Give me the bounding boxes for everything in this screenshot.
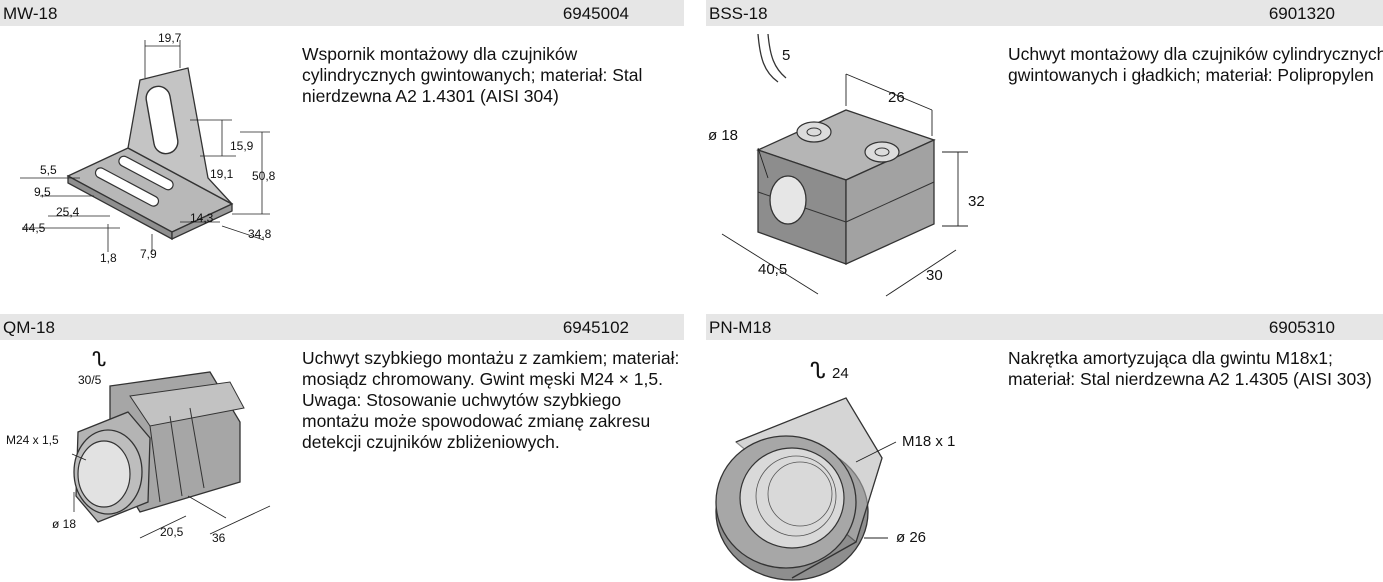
dim-label: ø 18: [52, 517, 76, 531]
dim-label: 25,4: [56, 205, 80, 219]
product-code: 6901320: [1268, 4, 1335, 23]
product-code: 6945004: [562, 4, 629, 23]
product-description: Uchwyt montażowy dla czujników cylindryc…: [1008, 44, 1383, 85]
dim-label: 19,1: [210, 167, 234, 181]
dim-label: 20,5: [160, 525, 184, 539]
product-card-pnm18: PN-M18 6905310 ᔐ 24 M18 x 1 ø 26 Nakrętk…: [706, 314, 1383, 581]
dim-label: 44,5: [22, 221, 46, 235]
dim-label: 34,8: [248, 227, 272, 241]
dim-label: M24 x 1,5: [6, 433, 59, 447]
product-description: Wspornik montażowy dla czujników cylindr…: [302, 44, 643, 106]
dim-label: 19,7: [158, 31, 182, 45]
dim-label: 5,5: [40, 163, 57, 177]
dim-label: 30/5: [78, 373, 102, 387]
dim-label: 40,5: [758, 261, 787, 278]
mw18-bracket-drawing: 19,7 5,5 15,9 9,5 19,1 50,8 25,4 44,5 14…: [20, 31, 276, 265]
dim-label: 36: [212, 531, 226, 545]
dim-label: 32: [968, 193, 985, 210]
dim-label: 14,3: [190, 211, 214, 225]
product-card-qm18: QM-18 6945102 ᔐ 30/5 M24 x 1,5 ø 18 20,5…: [0, 314, 684, 545]
dim-label: M18 x 1: [902, 433, 955, 450]
dim-label: ø 26: [896, 529, 926, 546]
wrench-icon: ᔐ: [92, 349, 106, 371]
dim-label: 1,8: [100, 251, 117, 265]
qm18-quick-mount-drawing: ᔐ 30/5 M24 x 1,5 ø 18 20,5 36: [6, 349, 271, 545]
product-name: QM-18: [3, 318, 55, 337]
bss18-clamp-drawing: 5 26 ø 18 32 40,5 30: [708, 33, 985, 297]
product-card-bss18: BSS-18 6901320 5 26 ø 18 32 40,5 30: [706, 0, 1383, 297]
product-header: QM-18 6945102: [0, 314, 684, 340]
product-header: PN-M18 6905310: [706, 314, 1383, 340]
dim-label: 30: [926, 267, 943, 284]
product-code: 6905310: [1268, 318, 1335, 337]
dim-label: ø 18: [708, 127, 738, 144]
dim-label: 15,9: [230, 139, 254, 153]
dim-label: 7,9: [140, 247, 157, 261]
pnm18-nut-drawing: ᔐ 24 M18 x 1 ø 26: [715, 358, 955, 581]
wrench-icon: ᔐ: [810, 358, 826, 383]
product-code: 6945102: [562, 318, 629, 337]
product-header: MW-18 6945004: [0, 0, 684, 26]
product-description: Nakrętka amortyzująca dla gwintu M18x1; …: [1008, 348, 1372, 389]
product-header: BSS-18 6901320: [706, 0, 1383, 26]
product-description: Uchwyt szybkiego montażu z zamkiem; mate…: [302, 348, 680, 452]
product-name: MW-18: [3, 4, 58, 23]
product-card-mw18: MW-18 6945004 19,7 5,5 15,9 9,5 19,: [0, 0, 684, 265]
dim-label: 50,8: [252, 169, 276, 183]
product-name: BSS-18: [709, 4, 768, 23]
product-name: PN-M18: [709, 318, 772, 337]
dim-label: 5: [782, 47, 790, 64]
dim-label: 26: [888, 89, 905, 106]
dim-label: 9,5: [34, 185, 51, 199]
dim-label: 24: [832, 365, 849, 382]
